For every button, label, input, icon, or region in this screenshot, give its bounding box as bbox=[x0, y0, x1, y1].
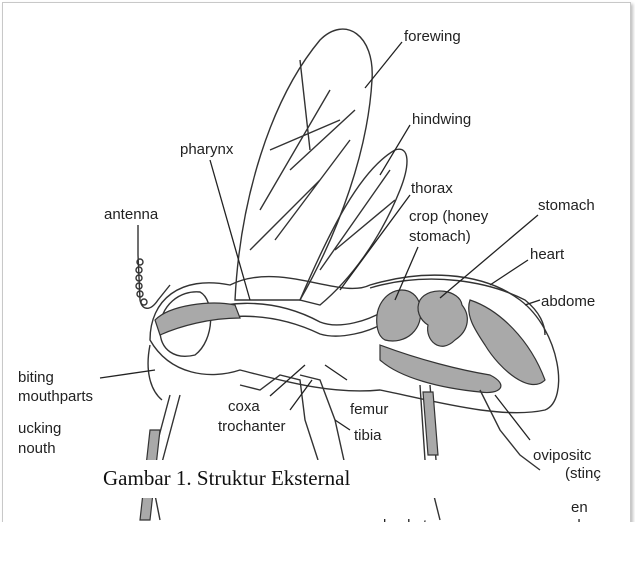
crop-mask-lower-band bbox=[0, 522, 635, 567]
label-femur: femur bbox=[350, 401, 388, 418]
label-heart: heart bbox=[530, 246, 565, 263]
label-stomach: stomach bbox=[538, 197, 595, 214]
leader-ovipositor bbox=[495, 395, 530, 440]
leader-pharynx bbox=[210, 160, 250, 300]
digestive-tract bbox=[155, 290, 545, 393]
label-trochanter: trochanter bbox=[218, 418, 286, 435]
label-thorax: thorax bbox=[411, 180, 453, 197]
label-coxa: coxa bbox=[228, 398, 260, 415]
hindwing-shape bbox=[300, 149, 407, 305]
leader-hindwing bbox=[380, 125, 410, 175]
leader-biting bbox=[100, 370, 155, 378]
label-ovipositor-line2: (stinç bbox=[565, 465, 601, 482]
label-crop-line1: crop (honey bbox=[409, 208, 489, 225]
forewing-shape bbox=[235, 29, 372, 300]
label-pollen-fragment: en bbox=[571, 499, 588, 516]
label-tibia: tibia bbox=[354, 427, 382, 444]
antenna-shape bbox=[136, 255, 170, 308]
leader-femur bbox=[325, 365, 347, 380]
figure-caption: Gambar 1. Struktur Eksternal bbox=[103, 466, 350, 491]
label-biting-line1: biting bbox=[18, 369, 54, 386]
label-abdomen: abdome bbox=[541, 293, 595, 310]
label-hindwing: hindwing bbox=[412, 111, 471, 128]
label-forewing: forewing bbox=[404, 28, 461, 45]
leader-heart bbox=[490, 260, 528, 285]
leader-thorax bbox=[340, 195, 410, 290]
label-crop-line2: stomach) bbox=[409, 228, 471, 245]
legs bbox=[140, 375, 540, 520]
leader-forewing bbox=[365, 42, 402, 88]
label-ovipositor-line1: ovipositc bbox=[533, 447, 592, 464]
label-sucking-line1: ucking bbox=[18, 420, 61, 437]
label-biting-line2: mouthparts bbox=[18, 388, 93, 405]
label-sucking-line2: nouth bbox=[18, 440, 56, 457]
label-antenna: antenna bbox=[104, 206, 159, 223]
label-pharynx: pharynx bbox=[180, 141, 234, 158]
